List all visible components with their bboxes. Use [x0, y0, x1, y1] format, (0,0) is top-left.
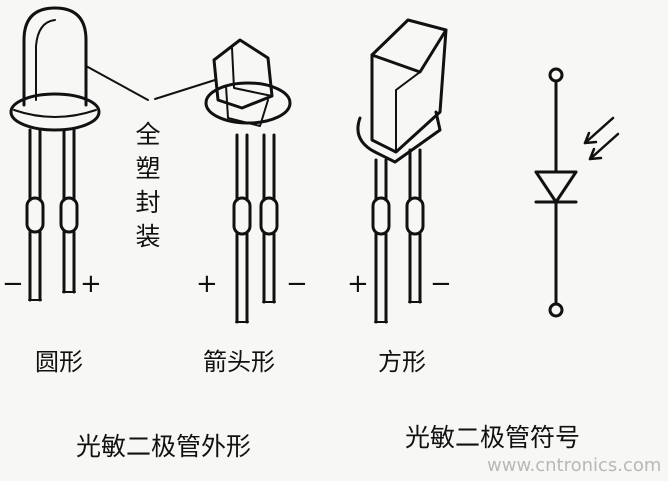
arrow-caption: 箭头形	[203, 348, 275, 376]
arrow-photodiode	[204, 38, 292, 324]
outline-title: 光敏二极管外形	[76, 432, 252, 461]
encapsulation-char: 全	[135, 120, 161, 149]
round-minus-label: −	[2, 269, 24, 299]
round-caption: 圆形	[35, 348, 83, 376]
encapsulation-leaders	[85, 65, 216, 101]
round-plus-label: +	[80, 269, 102, 299]
encapsulation-char: 塑	[135, 154, 161, 183]
encapsulation-label: 全 塑 封 装	[133, 118, 163, 254]
arrow-minus-label: −	[286, 269, 308, 299]
photodiode-symbol	[534, 67, 620, 318]
symbol-title: 光敏二极管符号	[405, 423, 581, 452]
square-caption: 方形	[378, 348, 426, 376]
watermark: www.cntronics.com	[487, 455, 662, 476]
square-minus-label: −	[430, 269, 452, 299]
round-photodiode	[9, 6, 101, 302]
encapsulation-char: 封	[135, 188, 161, 217]
arrow-plus-label: +	[196, 269, 218, 299]
square-photodiode	[356, 18, 448, 324]
encapsulation-char: 装	[135, 222, 161, 251]
square-plus-label: +	[347, 269, 369, 299]
